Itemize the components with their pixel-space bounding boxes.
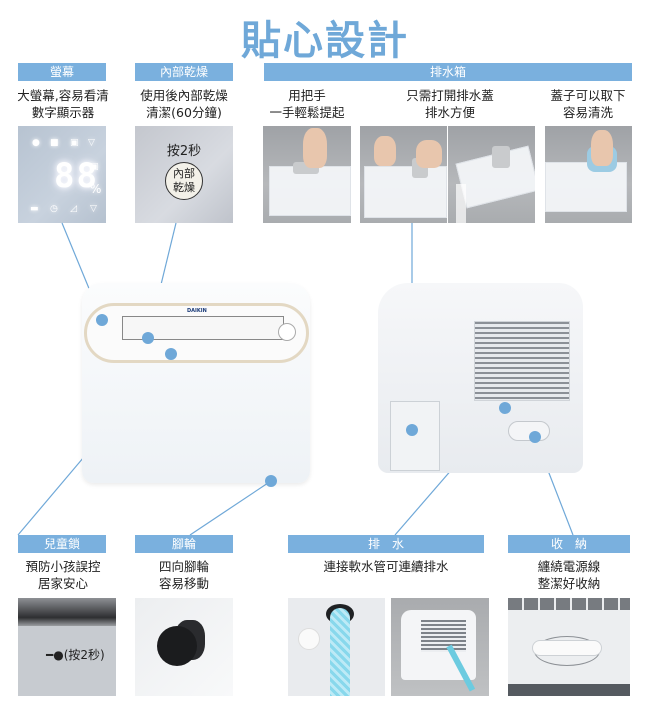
caption-line: 只需打開排水蓋 [406, 88, 494, 103]
bucket-icon: ■ [50, 138, 59, 148]
digit-display: 88 [54, 156, 99, 196]
caption-internal-dry: 使用後內部乾燥 清潔(60分鐘) [128, 87, 240, 121]
water-drop-icon: ● [32, 138, 40, 148]
caption-line: 預防小孩誤控 [25, 559, 101, 574]
caption-line: 連接軟水管可連續排水 [323, 559, 449, 574]
label-water-tank: 排水箱 [264, 63, 632, 81]
marker-internal-dry [142, 332, 154, 344]
marker-display [96, 314, 108, 326]
label-drain: 排 水 [288, 535, 484, 553]
marker-child-lock [165, 348, 177, 360]
power-knob [278, 323, 296, 341]
internal-dry-photo: 按2秒 內部 乾燥 [135, 126, 233, 223]
tank-photo-clean [545, 126, 632, 223]
tank-handle [492, 146, 510, 168]
percent-sign: % [90, 182, 102, 196]
caption-line: 用把手 [288, 88, 326, 103]
label-storage: 收 納 [508, 535, 630, 553]
caption-caster: 四向腳輪 容易移動 [128, 558, 240, 592]
caster-photo [135, 598, 233, 696]
caption-line: 纏繞電源線 [537, 559, 601, 574]
label-display: 螢幕 [18, 63, 106, 81]
lock-instruction: ━●(按2秒) [46, 646, 105, 663]
tank-photo-open-lid [360, 126, 447, 223]
display-panel-photo: ● ■ ▣ ▽ 88 ▣ % ▬ ◷ ◿ ▽ [18, 126, 106, 223]
tank-door [390, 401, 440, 471]
fan-speed-icon: ◿ [70, 204, 77, 214]
caption-tank-handle: 用把手 一手輕鬆提起 [258, 87, 356, 121]
shirt-icon: ▽ [88, 138, 95, 148]
air-grille [474, 321, 570, 401]
caption-line: 蓋子可以取下 [550, 88, 626, 103]
control-band: DAIKIN [84, 303, 309, 363]
caption-display: 大螢幕,容易看清 數字顯示器 [8, 87, 118, 121]
internal-dry-button: 內部 乾燥 [165, 162, 203, 200]
caption-drain: 連接軟水管可連續排水 [288, 558, 484, 575]
hand [591, 130, 613, 166]
swing-icon: ▽ [90, 204, 97, 214]
label-internal-dry: 內部乾燥 [135, 63, 233, 81]
air-grille [421, 620, 466, 652]
dehumidifier-front: DAIKIN [82, 283, 310, 483]
marker-drain [499, 402, 511, 414]
drain-hose [330, 608, 350, 696]
lock-text: (按2秒) [63, 648, 105, 662]
caption-line: 整潔好收納 [537, 576, 601, 591]
unit-rear [401, 610, 476, 680]
tank-box [269, 166, 351, 216]
marker-caster [265, 475, 277, 487]
tank-photo-handle [263, 126, 351, 223]
caption-line: 居家安心 [37, 576, 88, 591]
hand [303, 128, 327, 168]
key-icon: ▬ [30, 204, 39, 214]
marker-water-tank [406, 424, 418, 436]
unit-base [508, 684, 630, 696]
air-grille [508, 598, 630, 610]
marker-storage [529, 431, 541, 443]
label-caster: 腳輪 [135, 535, 233, 553]
timer-icon: ◷ [50, 204, 58, 214]
mode-icon: ▣ [70, 138, 79, 148]
caption-storage: 纏繞電源線 整潔好收納 [508, 558, 630, 592]
page-title: 貼心設計 [241, 18, 409, 64]
caster-wheel [157, 626, 197, 666]
hose-closeup-photo [288, 598, 385, 696]
caption-line: 清潔(60分鐘) [146, 105, 222, 120]
cord-holder [532, 640, 602, 656]
water-stream [456, 184, 466, 223]
panel-edge [18, 598, 116, 626]
button-line: 內部 [173, 167, 195, 180]
hand [416, 140, 442, 168]
dehumidifier-back [378, 283, 583, 473]
button-line: 乾燥 [173, 181, 195, 194]
caption-line: 使用後內部乾燥 [140, 88, 228, 103]
cord-storage-photo [508, 598, 630, 696]
back-hose-photo [391, 598, 489, 696]
humidity-icon: ▣ [90, 162, 99, 172]
label-child-lock: 兒童鎖 [18, 535, 106, 553]
hand [374, 136, 396, 166]
caption-line: 一手輕鬆提起 [269, 105, 345, 120]
press-2s-text: 按2秒 [166, 144, 202, 159]
caption-line: 大螢幕,容易看清 [17, 88, 109, 103]
caption-tank-lid: 蓋子可以取下 容易清洗 [540, 87, 636, 121]
caption-child-lock: 預防小孩誤控 居家安心 [8, 558, 118, 592]
caption-line: 四向腳輪 [158, 559, 209, 574]
child-lock-photo: ━●(按2秒) [18, 598, 116, 696]
caption-line: 容易移動 [158, 576, 209, 591]
caption-line: 容易清洗 [562, 105, 613, 120]
drain-cap [298, 628, 320, 650]
caption-line: 排水方便 [424, 105, 475, 120]
brand-logo: DAIKIN [187, 308, 207, 314]
tank-photo-pour [448, 126, 535, 223]
tank-box [364, 166, 447, 218]
caption-line: 數字顯示器 [31, 105, 95, 120]
caption-tank-drain: 只需打開排水蓋 排水方便 [390, 87, 510, 121]
key-icon: ━● [46, 648, 64, 662]
